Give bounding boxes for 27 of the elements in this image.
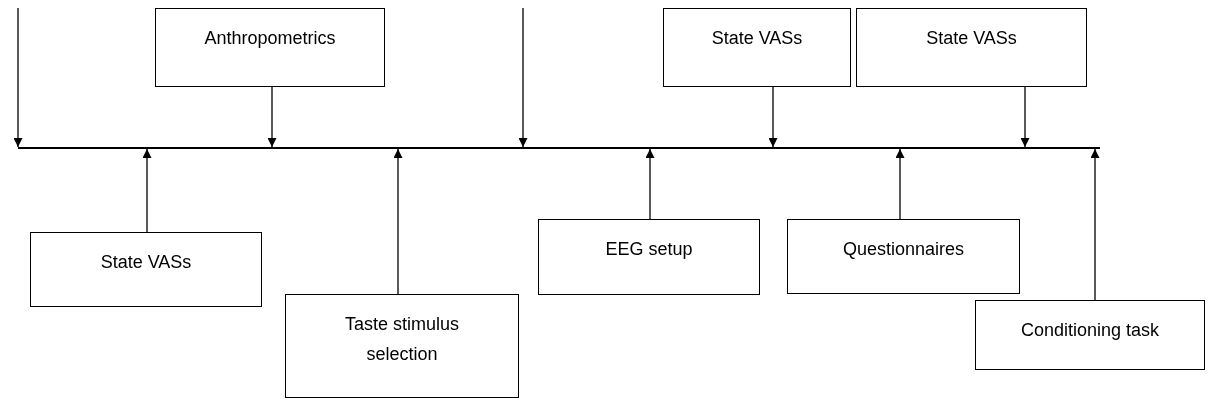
- activity-box: [663, 8, 851, 87]
- activity-box: [787, 219, 1020, 294]
- activity-label: Questionnaires: [841, 238, 966, 261]
- activity-box: [975, 300, 1205, 370]
- activity-box: [285, 294, 519, 398]
- activity-label: Conditioning task: [1019, 319, 1161, 342]
- arrow: [142, 148, 152, 233]
- activity-label: Anthropometrics: [203, 27, 337, 50]
- activity-box: [155, 8, 385, 87]
- arrow: [518, 7, 528, 148]
- activity-box: [856, 8, 1087, 87]
- arrow: [768, 86, 778, 148]
- activity-box: [538, 219, 760, 295]
- activity-box: [30, 232, 262, 307]
- arrow: [13, 7, 23, 148]
- arrow: [1020, 86, 1030, 148]
- activity-label: State VASs: [925, 27, 1018, 50]
- arrow: [393, 148, 403, 295]
- arrow: [645, 148, 655, 220]
- activity-label: Taste stimulus selection: [343, 313, 460, 366]
- activity-label: State VASs: [99, 251, 193, 274]
- timeline-line: [18, 147, 1100, 149]
- arrow: [1090, 148, 1100, 301]
- arrow: [895, 148, 905, 220]
- activity-label: EEG setup: [604, 238, 694, 261]
- arrow: [267, 86, 277, 148]
- activity-label: State VASs: [710, 27, 804, 50]
